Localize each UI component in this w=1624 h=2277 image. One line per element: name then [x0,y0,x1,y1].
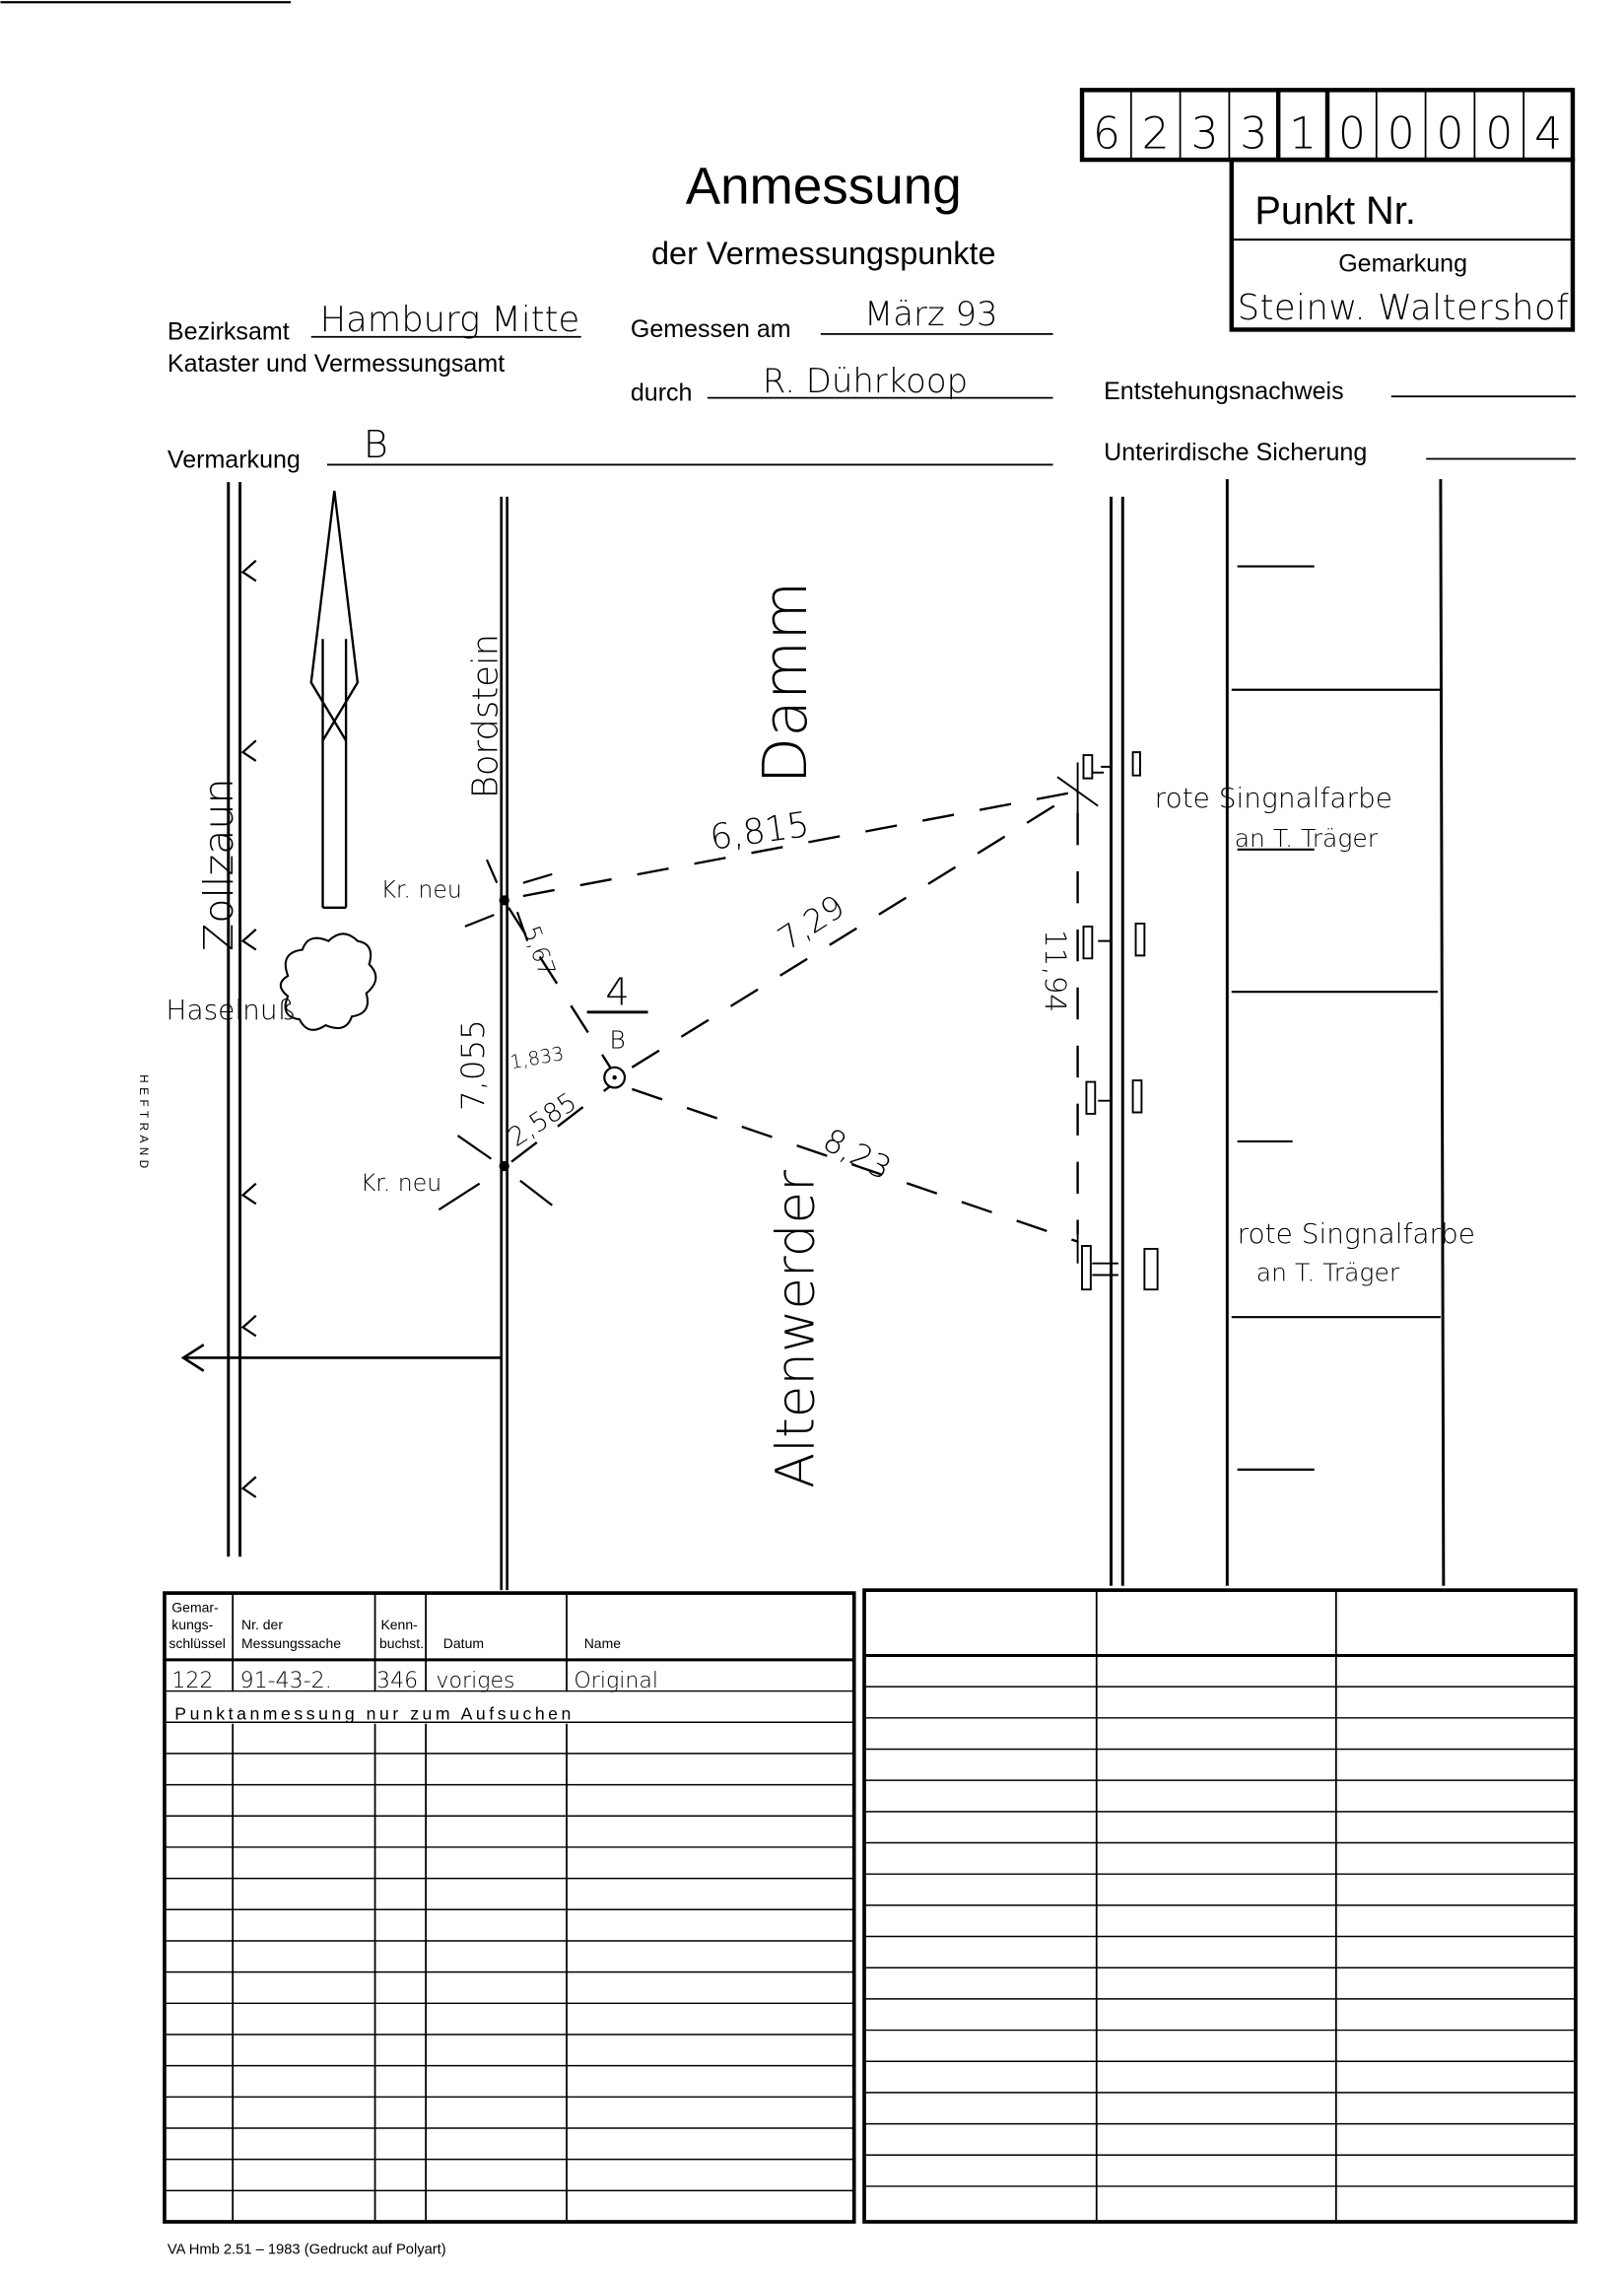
punkt-digit: 3 [1240,108,1267,159]
distance-2585: 2,585 [503,1086,582,1152]
gemessen-value: März 93 [864,295,998,333]
right-columns [1225,479,1446,1586]
note-bottom-line1: rote Singnalfarbe [1238,1217,1475,1250]
survey-point-marker [586,1010,648,1089]
row1-kennbuchst: 346 [376,1668,418,1693]
punkt-digit: 3 [1190,108,1218,159]
fence-line [227,482,257,1557]
distance-567: 5,67 [517,922,561,980]
row1-name: Original [574,1668,658,1693]
vermarkung-label: Vermarkung [168,446,301,473]
boundary-stone-top [464,859,553,942]
page-title: Anmessung [686,157,962,215]
measurement-table: Gemar- kungs- schlüssel Nr. der Messungs… [163,1591,856,2224]
haselnuss-label: Haselnuß [166,994,296,1026]
altenwerder-label: Altenwerder [765,1170,826,1488]
header-kennbuchst-2: buchst. [379,1635,424,1651]
header-schluessel-1: Gemar- [171,1599,219,1615]
gemarkung-label: Gemarkung [1338,249,1467,277]
vermarkung-value: B [364,423,388,467]
survey-sketch: Zollzaun Bordstein Damm Altenwerder Hase… [137,479,1475,1591]
distance-6815: 6,815 [708,804,812,859]
row1-datum: voriges [436,1668,514,1693]
distance-1833: 1,833 [508,1042,566,1073]
curb-line [500,496,508,1591]
north-arrow-icon [309,490,360,909]
sicherung-label: Unterirdische Sicherung [1104,439,1367,466]
point-number: 4 [605,970,629,1014]
header-datum: Datum [443,1635,484,1651]
distance-729: 7,29 [772,887,851,957]
punkt-digit: 2 [1142,108,1170,159]
boundary-stone-bottom [438,1135,553,1211]
kataster-label: Kataster und Vermessungsamt [168,350,505,378]
punkt-digit: 0 [1436,108,1463,159]
header-messungssache-2: Messungssache [241,1635,341,1651]
punkt-digit: 0 [1338,108,1366,159]
footer-form-id: VA Hmb 2.51 – 1983 (Gedruckt auf Polyart… [168,2242,446,2257]
entstehung-label: Entstehungsnachweis [1104,378,1344,405]
header-name: Name [584,1635,622,1651]
right-table [862,1588,1578,2224]
point-mark: B [609,1026,625,1055]
header-kennbuchst-1: Kenn- [380,1617,418,1632]
steel-beam-markers [1056,751,1159,1291]
bezirksamt-value: Hamburg Mitte [320,300,580,340]
punkt-digit: 4 [1534,108,1562,159]
distance-1194: 11,94 [1039,930,1072,1012]
damm-label: Damm [750,581,821,784]
punkt-nr-label: Punkt Nr. [1254,189,1416,233]
bordstein-label: Bordstein [465,634,506,798]
note-top-line1: rote Singnalfarbe [1155,782,1392,814]
row2-note: Punktanmessung nur zum Aufsuchen [174,1703,575,1723]
punkt-digit: 0 [1387,108,1415,159]
note-bottom-line2: an T. Träger [1256,1258,1400,1286]
punkt-digit: 0 [1485,108,1513,159]
heftrand-label: HEFTRAND [137,1074,150,1172]
punkt-info-box: Punkt Nr. Gemarkung Steinw. Waltershof [1229,157,1576,332]
hazelnut-tree-icon [279,932,377,1031]
header-schluessel-2: kungs- [171,1617,213,1632]
gemessen-label: Gemessen am [631,315,791,343]
row1-messungssache: 91-43-2. [240,1668,332,1693]
durch-value: R. Dührkoop [763,362,968,400]
header-schluessel-3: schlüssel [169,1635,226,1651]
bezirksamt-label: Bezirksamt [168,318,290,346]
kr-neu-top-label: Kr. neu [380,875,461,903]
gemarkung-value: Steinw. Waltershof [1238,288,1569,328]
header-messungssache-1: Nr. der [241,1617,283,1632]
kr-neu-bottom-label: Kr. neu [361,1169,441,1197]
row1-schluessel: 122 [171,1668,213,1693]
left-arrow-icon [180,1344,502,1372]
punkt-digit: 1 [1289,108,1317,159]
note-top-line2: an T. Träger [1235,824,1379,853]
dam-edge-line [1110,496,1124,1586]
zollzaun-label: Zollzaun [195,778,242,951]
durch-label: durch [631,380,693,407]
page-subtitle: der Vermessungspunkte [651,236,995,271]
distance-7055: 7,055 [454,1019,492,1111]
distance-823: 8,23 [817,1121,898,1187]
punkt-digit: 6 [1093,108,1120,159]
